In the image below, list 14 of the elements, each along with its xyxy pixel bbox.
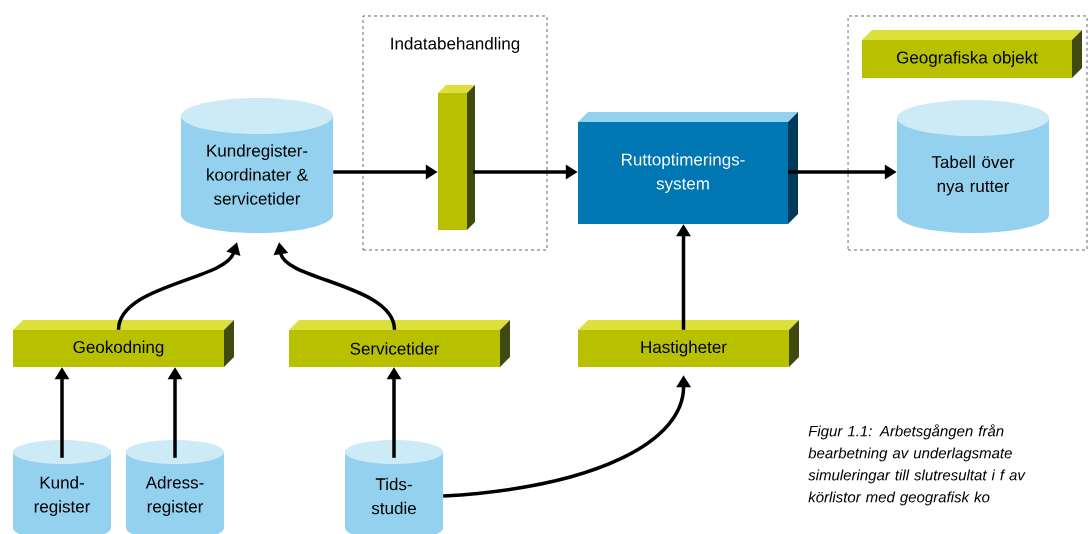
database-cylinder: Tabell över nya rutter [897, 100, 1049, 233]
bar-block: Hastigheter [578, 320, 799, 367]
database-cylinder: Tids- studie [345, 440, 443, 534]
bar-block: Servicetider [289, 320, 510, 367]
bar-block: Geografiska objekt [862, 30, 1082, 78]
dashed-frame: Indatabehandling [362, 15, 548, 251]
dashed-frame [847, 15, 1088, 251]
database-cylinder: Kundregister- koordinater & servicetider [181, 98, 333, 233]
figure-caption: Figur 1.1: Arbetsgången från bearbetning av underlagsmate simuleringar till slutresultat i f av körlistor med geografisk ko [808, 424, 1026, 506]
bar-block: Geokodning [13, 320, 234, 367]
database-cylinder: Adress- register [126, 440, 224, 534]
database-cylinder: Kund- register [13, 440, 111, 534]
bar-block [438, 85, 475, 230]
system-block: Ruttoptimerings- system [578, 112, 798, 224]
